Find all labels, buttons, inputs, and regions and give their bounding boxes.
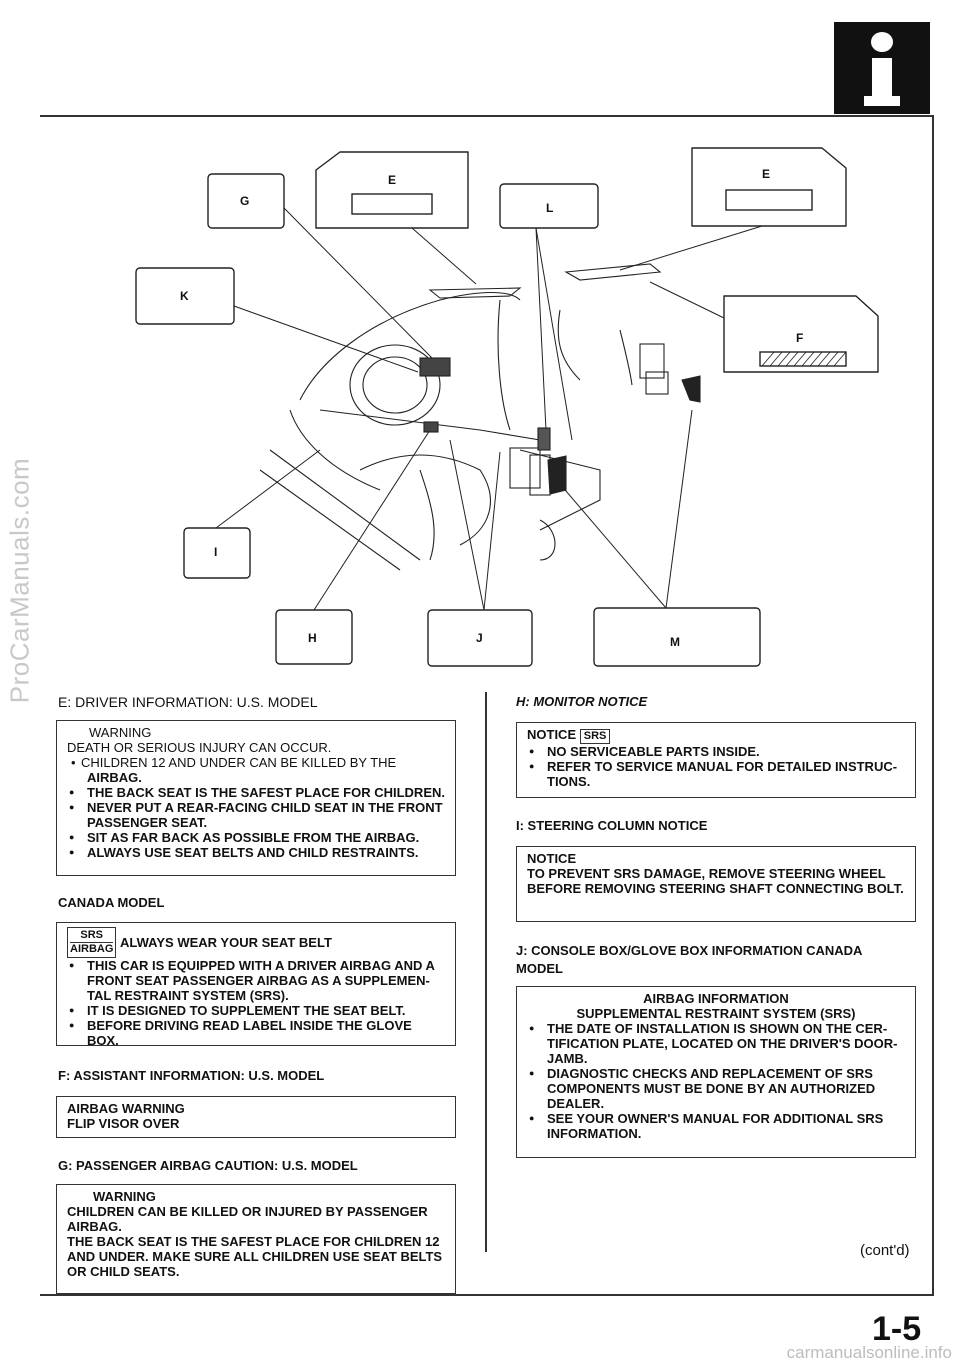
callout-box-f-label xyxy=(759,351,847,367)
h-srs-badge: SRS xyxy=(579,729,611,744)
callout-box-j xyxy=(427,609,533,667)
canada-headline: ALWAYS WEAR YOUR SEAT BELT xyxy=(120,935,332,950)
callout-box-f xyxy=(723,295,879,373)
e-driver-info-label: WARNING DEATH OR SERIOUS INJURY CAN OCCU… xyxy=(56,720,456,876)
j-head-1: AIRBAG INFORMATION xyxy=(643,991,789,1006)
srs-airbag-badge: SRS AIRBAG xyxy=(67,927,117,958)
i-section-title: I: STEERING COLUMN NOTICE xyxy=(516,818,708,833)
callout-g-text: G xyxy=(240,194,249,208)
f-line-1: AIRBAG WARNING xyxy=(67,1101,185,1116)
canada-headline-row: SRS AIRBAG ALWAYS WEAR YOUR SEAT BELT xyxy=(67,927,445,958)
h-item-no-parts: NO SERVICEABLE PARTS INSIDE. xyxy=(527,744,905,759)
right-rule xyxy=(932,115,934,1295)
canada-item-equipped: THIS CAR IS EQUIPPED WITH A DRIVER AIRBA… xyxy=(67,958,445,1003)
callout-box-e-right xyxy=(691,147,847,227)
callout-box-e-right-label xyxy=(725,189,813,211)
f-line-2: FLIP VISOR OVER xyxy=(67,1116,180,1131)
canada-item-supplement: IT IS DESIGNED TO SUPPLEMENT THE SEAT BE… xyxy=(67,1003,445,1018)
h-monitor-notice-label: NOTICE SRS NO SERVICEABLE PARTS INSIDE. … xyxy=(516,722,916,798)
callout-box-m xyxy=(593,607,761,667)
h-notice-word: NOTICE xyxy=(527,727,577,742)
e-item-rear-facing: NEVER PUT A REAR-FACING CHILD SEAT IN TH… xyxy=(67,800,445,830)
bottom-rule xyxy=(40,1294,934,1296)
i-steering-notice-label: NOTICE TO PREVENT SRS DAMAGE, REMOVE STE… xyxy=(516,846,916,922)
j-item-diagnostic: DIAGNOSTIC CHECKS AND REPLACEMENT OF SRS… xyxy=(527,1066,905,1111)
g-children-line: CHILDREN CAN BE KILLED OR INJURED BY PAS… xyxy=(67,1204,428,1234)
callout-box-i xyxy=(183,527,251,579)
top-rule xyxy=(40,115,934,117)
callout-box-k xyxy=(135,267,235,325)
callout-e-left-text: E xyxy=(388,173,396,187)
e-item-children-cont: AIRBAG. xyxy=(87,770,142,785)
h-item-refer: REFER TO SERVICE MANUAL FOR DETAILED INS… xyxy=(527,759,905,789)
j-item-date: THE DATE OF INSTALLATION IS SHOWN ON THE… xyxy=(527,1021,905,1066)
j-head-2: SUPPLEMENTAL RESTRAINT SYSTEM (SRS) xyxy=(576,1006,856,1021)
callout-k-text: K xyxy=(180,289,189,303)
g-passenger-caution-label: WARNING CHILDREN CAN BE KILLED OR INJURE… xyxy=(56,1184,456,1294)
callout-e-right-text: E xyxy=(762,167,770,181)
info-icon-dot xyxy=(871,32,893,52)
canada-airbag-label: SRS AIRBAG ALWAYS WEAR YOUR SEAT BELT TH… xyxy=(56,922,456,1048)
callout-h-text: H xyxy=(308,631,317,645)
callout-box-e-left-label xyxy=(351,193,433,215)
callout-l-text: L xyxy=(546,201,553,215)
j-section-title: J: CONSOLE BOX/GLOVE BOX INFORMATION CAN… xyxy=(516,943,862,976)
e-item-back-seat: THE BACK SEAT IS THE SAFEST PLACE FOR CH… xyxy=(67,785,445,800)
page-number: 1-5 xyxy=(872,1310,922,1348)
h-notice-row: NOTICE SRS xyxy=(527,727,905,744)
e-item-seat-belts: ALWAYS USE SEAT BELTS AND CHILD RESTRAIN… xyxy=(67,845,445,860)
i-notice-word: NOTICE xyxy=(527,851,577,866)
h-section-title: H: MONITOR NOTICE xyxy=(516,694,648,709)
e-section-title: E: DRIVER INFORMATION: U.S. MODEL xyxy=(58,694,318,710)
callout-box-e-left xyxy=(315,151,469,229)
callout-j-text: J xyxy=(476,631,483,645)
callout-box-l xyxy=(499,183,599,229)
callout-box-g xyxy=(207,173,285,229)
info-icon-stem xyxy=(872,58,892,106)
info-icon-serif xyxy=(864,96,900,106)
callout-m-text: M xyxy=(670,635,680,649)
j-console-info-label: AIRBAG INFORMATION SUPPLEMENTAL RESTRAIN… xyxy=(516,986,916,1158)
f-section-title: F: ASSISTANT INFORMATION: U.S. MODEL xyxy=(58,1068,325,1083)
e-death-line: DEATH OR SERIOUS INJURY CAN OCCUR. xyxy=(67,740,332,755)
g-warning-heading: WARNING xyxy=(93,1189,156,1204)
bottom-watermark: carmanualsonline.info xyxy=(786,1343,952,1362)
callout-i-text: I xyxy=(214,545,217,559)
srs-label-location-diagram: G E L E K F I H J M xyxy=(135,147,879,667)
continued-note: (cont'd) xyxy=(860,1242,910,1259)
canada-section-title: CANADA MODEL xyxy=(58,895,165,910)
e-item-children: CHILDREN 12 AND UNDER CAN BE KILLED BY T… xyxy=(67,755,445,770)
e-item-sit-back: SIT AS FAR BACK AS POSSIBLE FROM THE AIR… xyxy=(67,830,445,845)
canada-item-read-label: BEFORE DRIVING READ LABEL INSIDE THE GLO… xyxy=(67,1018,445,1048)
f-assistant-label: AIRBAG WARNING FLIP VISOR OVER xyxy=(56,1096,456,1138)
g-back-seat-line: THE BACK SEAT IS THE SAFEST PLACE FOR CH… xyxy=(67,1234,443,1279)
srs-badge-bottom: AIRBAG xyxy=(70,942,114,955)
callout-f-text: F xyxy=(796,331,803,345)
i-notice-text: TO PREVENT SRS DAMAGE, REMOVE STEERING W… xyxy=(527,866,904,896)
column-divider xyxy=(485,692,487,1252)
g-section-title: G: PASSENGER AIRBAG CAUTION: U.S. MODEL xyxy=(58,1158,358,1173)
info-icon xyxy=(834,22,930,114)
srs-badge-top: SRS xyxy=(80,929,103,941)
j-item-manual: SEE YOUR OWNER'S MANUAL FOR ADDITIONAL S… xyxy=(527,1111,905,1141)
e-warning-heading: WARNING xyxy=(89,725,152,740)
